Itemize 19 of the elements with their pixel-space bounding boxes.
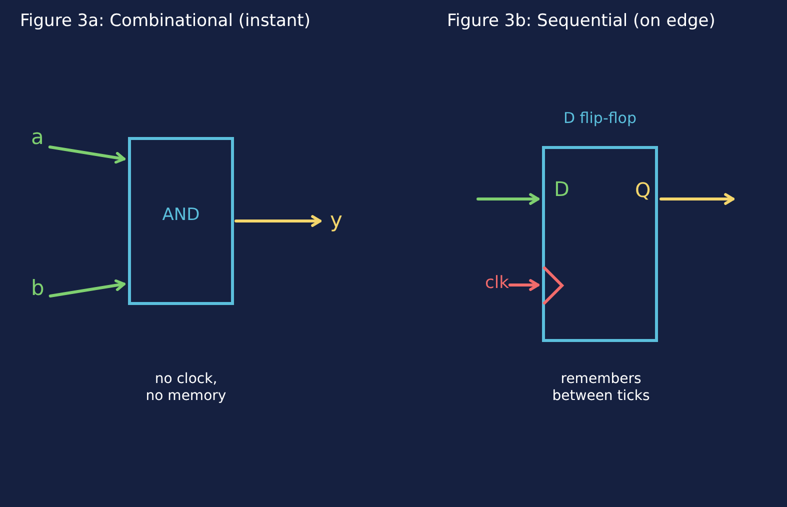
input-label: a <box>31 125 44 150</box>
arrow <box>660 193 734 205</box>
figure-title: Figure 3a: Combinational (instant) <box>20 12 310 32</box>
pin-label: Q <box>635 179 651 202</box>
output-label: y <box>330 208 342 232</box>
arrow <box>476 193 540 205</box>
arrow <box>234 215 322 227</box>
arrow <box>48 279 126 298</box>
figure-title: Figure 3b: Sequential (on edge) <box>447 12 716 32</box>
component-title: D flip-flop <box>563 109 636 127</box>
caption: no clock, no memory <box>146 371 226 405</box>
gate-label: AND <box>162 206 200 226</box>
input-label: b <box>31 276 44 300</box>
gate-box <box>128 137 234 305</box>
arrow <box>48 146 126 164</box>
caption: remembers between ticks <box>551 371 651 405</box>
arrow <box>508 279 540 291</box>
clock-label: clk <box>485 274 509 294</box>
pin-label: D <box>554 178 570 201</box>
